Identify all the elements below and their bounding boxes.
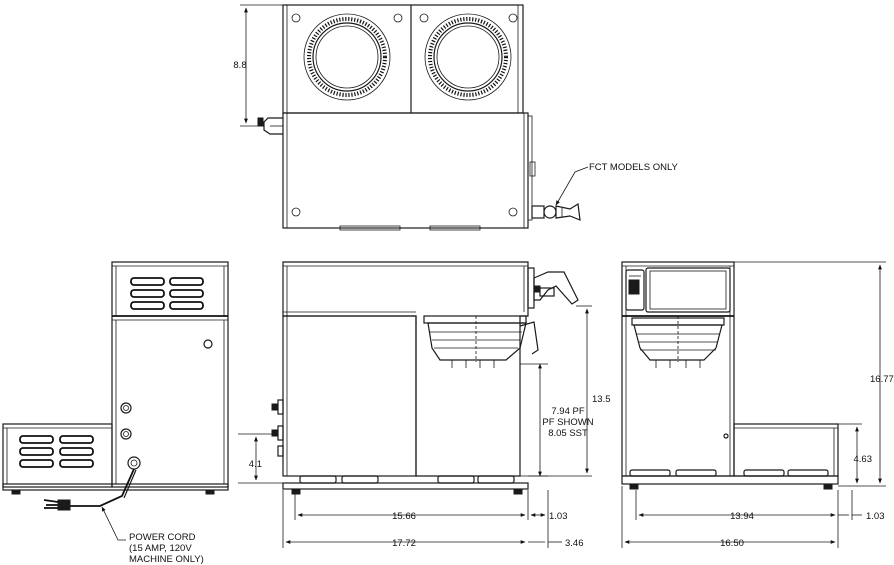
control-panel <box>645 267 731 313</box>
fitting-icon <box>120 428 132 440</box>
dim-funnel-clearance-1: 7.94 PF <box>551 406 584 417</box>
note-power-cord-line3: MACHINE ONLY) <box>129 554 204 565</box>
dim-inner-width-front: 13.94 <box>730 511 754 522</box>
screw-icon <box>291 207 301 217</box>
dim-overall-width-side: 17.72 <box>392 538 416 549</box>
dim-overall-height: 13.5 <box>592 394 611 405</box>
cord-strain-relief-icon <box>127 456 141 470</box>
brew-switch-panel <box>625 269 645 311</box>
screw-icon <box>508 207 518 217</box>
dim-warmer-height: 4.63 <box>854 454 873 465</box>
screw-icon <box>508 13 518 23</box>
brew-funnel <box>423 315 539 368</box>
power-cord <box>70 468 135 507</box>
fct-faucet <box>531 202 581 221</box>
dim-overhang-side: 1.03 <box>549 511 568 522</box>
note-power-cord-line2: (15 AMP, 120V <box>129 543 192 554</box>
switch-icon <box>628 279 640 295</box>
dim-base-height: 4.1 <box>249 459 262 470</box>
brew-funnel-front <box>631 316 725 368</box>
front-view <box>621 261 886 548</box>
dim-funnel-clearance-2: PF SHOWN <box>542 417 593 428</box>
water-inlet-fitting <box>263 117 283 135</box>
plug-icon <box>57 499 71 511</box>
top-view-warmer-deck <box>282 4 524 114</box>
screw-icon <box>419 13 429 23</box>
faucet-handle <box>533 271 579 305</box>
warmer-plate-right <box>424 13 512 101</box>
screw-icon <box>291 13 301 23</box>
dim-faucet-offset: 3.46 <box>565 538 584 549</box>
note-fct-models: FCT MODELS ONLY <box>589 162 679 173</box>
top-view <box>240 4 589 231</box>
fitting-icon <box>120 402 132 414</box>
note-power-cord-line1: POWER CORD <box>129 532 196 543</box>
dim-funnel-clearance-3: 8.05 SST <box>548 428 588 439</box>
funnel-handle <box>519 321 539 355</box>
top-view-brewer-body <box>282 112 529 229</box>
warmer-plate-left <box>303 13 391 101</box>
dim-top-depth: 8.8 <box>233 60 246 71</box>
left-side-view <box>2 261 229 541</box>
dim-inner-width-side: 15.66 <box>392 511 416 522</box>
screw-icon <box>393 13 403 23</box>
dim-overhang-front: 1.03 <box>866 511 885 522</box>
dim-front-height: 16.77 <box>870 374 894 385</box>
top-vents <box>130 277 204 310</box>
lower-vents <box>19 435 94 468</box>
center-side-view <box>238 261 592 548</box>
dim-overall-width-front: 16.50 <box>720 538 744 549</box>
reset-button-icon <box>203 339 213 349</box>
